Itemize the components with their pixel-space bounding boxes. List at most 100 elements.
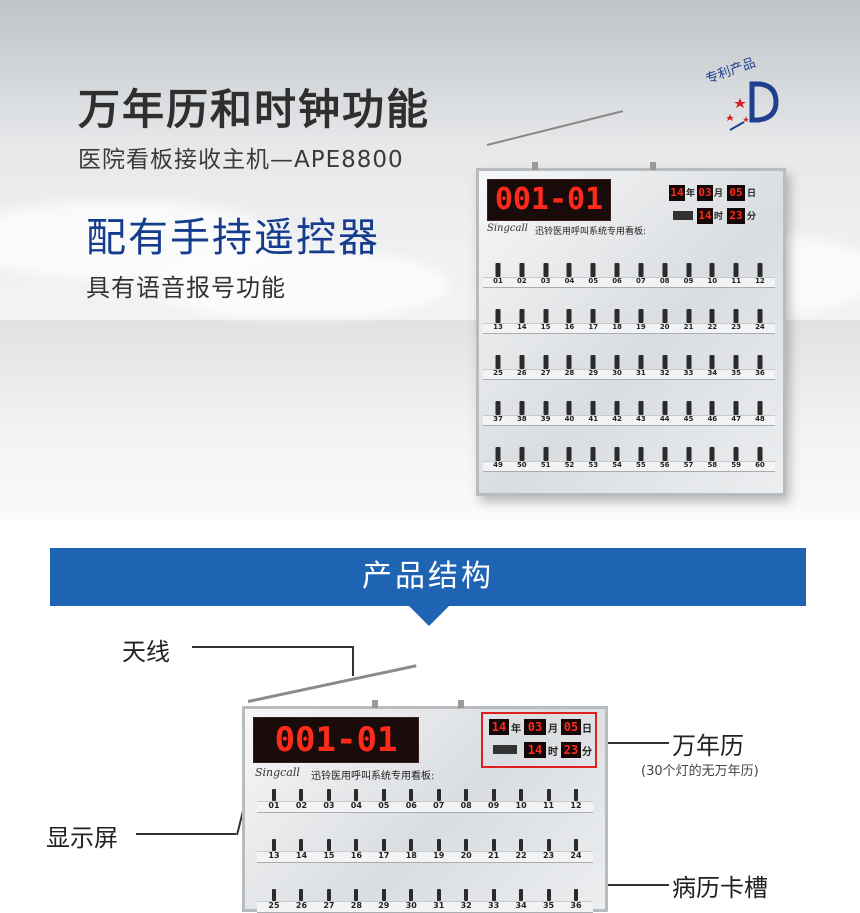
medical-card-slot: 54 [606,447,628,470]
slot-number: 23 [542,851,555,860]
medical-card-slot: 46 [701,401,723,424]
medical-card-slot: 19 [426,839,452,861]
slot-number: 01 [268,801,280,810]
slot-number: 17 [588,323,599,331]
brand-description: 迅铃医用呼叫系统专用看板: [535,227,647,237]
slot-number: 57 [683,461,694,469]
slot-card [495,401,501,415]
day-unit: 日 [747,189,757,199]
medical-card-slot: 33 [678,355,700,378]
minute-led-detail: 23 [561,742,581,758]
medical-card-slot: 57 [678,447,700,470]
slot-number: 14 [516,323,527,331]
slot-card [354,889,359,901]
slot-card [381,839,386,851]
year-led-detail: 14 [489,719,509,735]
slot-number: 20 [460,851,472,860]
medical-card-slot: 33 [481,889,507,911]
medical-card-slot: 36 [563,889,589,911]
medical-card-slot: 18 [606,309,628,332]
slot-card [543,355,549,369]
medical-card-slot: 11 [536,789,562,811]
medical-card-slot: 22 [508,839,534,861]
slot-number: 07 [636,277,646,285]
medical-card-slot: 14 [288,839,314,861]
medical-card-slot: 16 [343,839,369,861]
medical-card-slot: 05 [582,263,604,286]
medical-card-slot: 29 [371,889,397,911]
medical-card-slot: 15 [535,309,557,332]
slot-number: 10 [707,277,718,285]
medical-card-slot: 17 [582,309,604,332]
pointer-line [136,833,236,835]
ir-receiver-detail [493,745,517,754]
slot-card [614,401,620,415]
medical-card-slot: 24 [749,309,771,332]
slot-card [519,839,524,851]
medical-card-slot: 49 [487,447,509,470]
medical-card-slot: 42 [606,401,628,424]
slot-card [590,309,596,323]
medical-card-slot: 03 [535,263,557,286]
mount-hook [650,162,656,170]
slot-card [638,401,644,415]
medical-card-slot: 23 [536,839,562,861]
slot-card [519,889,524,901]
section-banner: 产品结构 [50,548,806,606]
slot-rail [483,323,775,334]
slot-card [491,889,496,901]
slot-card [757,401,763,415]
medical-card-slot: 02 [288,789,314,811]
slot-number: 30 [612,369,622,377]
slot-card [638,309,644,323]
slot-number: 52 [564,461,575,469]
medical-card-slot: 18 [398,839,424,861]
slot-card [614,355,620,369]
medical-card-slot: 20 [654,309,676,332]
slot-number: 34 [515,901,527,910]
slot-card [590,447,596,461]
slot-rail [257,801,593,813]
slot-card [733,355,739,369]
medical-card-slot: 34 [508,889,534,911]
ir-receiver [673,211,693,220]
product-subtitle: 医院看板接收主机—APE8800 [78,147,404,173]
medical-card-slot: 60 [749,447,771,470]
slot-card [662,447,668,461]
slot-card [495,447,501,461]
slot-number: 24 [755,323,765,331]
medical-card-slot: 25 [261,889,287,911]
slot-number: 37 [493,415,503,423]
slot-number: 19 [636,323,646,331]
pointer-line [575,884,669,886]
medical-card-slot: 35 [536,889,562,911]
slot-number: 04 [564,277,575,285]
slot-card [686,447,691,461]
slot-number: 10 [515,801,527,810]
display-board-detail: 001-01 14 年 03 月 05 日 14 时 23 分 Singcall… [242,706,608,913]
pointer-line [593,742,669,744]
medical-card-slot: 52 [558,447,580,470]
slot-card [638,447,644,461]
slot-rail [257,851,593,863]
slot-card [519,789,524,801]
slot-card [519,447,525,461]
slot-number: 32 [659,369,670,377]
slot-number: 19 [433,851,445,860]
slot-card [299,889,304,901]
minute-unit-detail: 分 [582,747,592,758]
slot-card [272,839,276,851]
medical-card-slot: 22 [701,309,723,332]
slot-card [733,309,739,323]
slot-number: 08 [659,277,670,285]
slot-number: 59 [731,461,741,469]
slot-card [573,839,578,851]
medical-card-slot: 43 [630,401,652,424]
main-led-display: 001-01 [487,179,611,221]
hour-unit-detail: 时 [548,747,558,758]
medical-card-slot: 34 [701,355,723,378]
slot-card [519,355,525,369]
slot-number: 13 [268,851,280,860]
medical-card-slot: 17 [371,839,397,861]
